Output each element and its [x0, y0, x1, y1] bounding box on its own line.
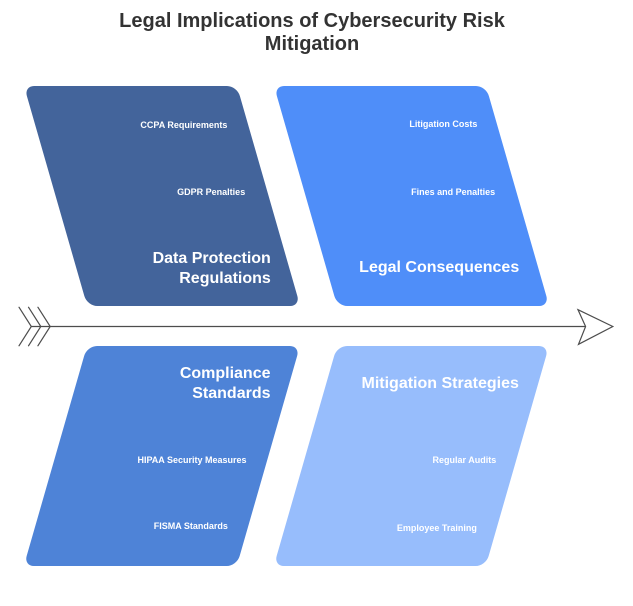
axis-fletching-icon	[18, 306, 33, 347]
axis-arrowhead-icon	[576, 308, 615, 346]
axis-fletching-icon	[37, 306, 51, 347]
diagram-title-line-2: Mitigation	[264, 33, 360, 55]
quadrant-item: GDPR Penalties	[177, 186, 246, 197]
quadrant-item: Employee Training	[396, 522, 477, 533]
diagram-title-line-1: Legal Implications of Cybersecurity Risk	[119, 10, 505, 32]
quadrant-item: Litigation Costs	[409, 119, 478, 130]
quadrant-title-data-protection-regulations: Data Protection Regulations	[152, 250, 271, 287]
quadrant-item: CCPA Requirements	[140, 119, 228, 130]
quadrant-title-legal-consequences: Legal Consequences	[359, 259, 520, 276]
quadrant-title-compliance-standards: Compliance Standards	[179, 365, 271, 403]
quadrant-item: FISMA Standards	[153, 521, 228, 531]
quadrant-item: Regular Audits	[432, 454, 497, 465]
axis-fletching-icon	[27, 306, 42, 347]
diagram-title: Legal Implications of Cybersecurity Risk…	[0, 10, 624, 56]
quadrant-item: Fines and Penalties	[411, 187, 496, 197]
quadrant-item: HIPAA Security Measures	[137, 455, 247, 466]
quadrant-title-mitigation-strategies: Mitigation Strategies	[361, 374, 519, 392]
